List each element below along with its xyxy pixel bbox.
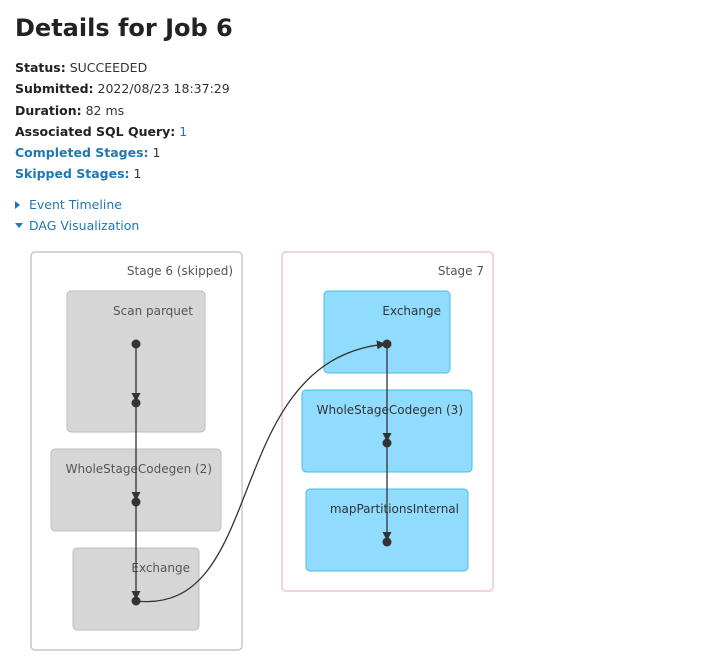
skipped-stages-value: 1 [133,166,142,182]
event-timeline-toggle[interactable]: Event Timeline [15,197,122,212]
node-exchange-active[interactable]: Exchange [323,290,451,374]
rdd-dot[interactable] [382,438,392,448]
status-value: SUCCEEDED [69,60,148,75]
dag-visualization-label: DAG Visualization [29,218,140,233]
duration-value: 82 ms [85,102,125,118]
sql-query-row: Associated SQL Query: 1 [15,121,230,142]
stage-label: Stage 7 [438,264,484,278]
expand-arrow-icon [15,200,23,209]
rdd-dot[interactable] [382,537,392,547]
completed-stages-value: 1 [152,145,161,161]
sql-query-label: Associated SQL Query: [15,123,176,139]
edge [135,340,387,603]
node-label: WholeStageCodegen (3) [317,403,463,417]
rdd-dots [131,339,392,606]
page-title: Details for Job 6 [15,14,233,42]
completed-stages-link[interactable]: Completed Stages: [15,145,149,161]
node-label: Scan parquet [113,304,193,318]
skipped-stages-link[interactable]: Skipped Stages: [15,166,130,182]
rdd-dot[interactable] [131,398,141,408]
rdd-dot[interactable] [131,596,141,606]
event-timeline-label: Event Timeline [29,197,122,212]
stage-label: Stage 6 (skipped) [127,264,233,278]
job-summary: Status: SUCCEEDED Submitted: 2022/08/23 … [15,57,230,185]
status-row: Status: SUCCEEDED [15,57,230,78]
submitted-value: 2022/08/23 18:37:29 [97,81,230,97]
node-label: WholeStageCodegen (2) [66,462,212,476]
node-label: Exchange [382,304,441,318]
status-label: Status: [15,60,66,75]
rdd-dot[interactable] [382,339,392,349]
node-label: Exchange [131,561,190,575]
collapse-arrow-icon [15,223,23,228]
submitted-label: Submitted: [15,81,94,97]
rdd-dot[interactable] [131,339,141,349]
submitted-row: Submitted: 2022/08/23 18:37:29 [15,78,230,99]
duration-label: Duration: [15,102,82,118]
sql-query-link[interactable]: 1 [179,123,188,139]
rdd-dot[interactable] [131,497,141,507]
node-label: mapPartitionsInternal [330,502,459,516]
dag-edges [131,340,392,603]
completed-stages-row: Completed Stages: 1 [15,142,230,163]
skipped-stages-row: Skipped Stages: 1 [15,163,230,184]
duration-row: Duration: 82 ms [15,100,230,121]
dag-visualization-toggle[interactable]: DAG Visualization [15,218,139,233]
